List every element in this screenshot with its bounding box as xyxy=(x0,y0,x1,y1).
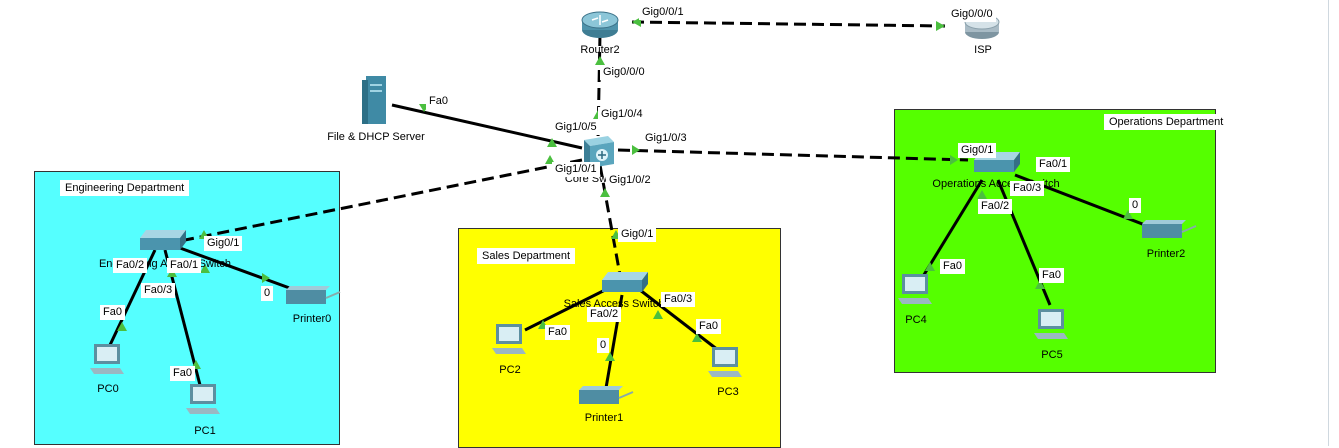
port-label: Gig1/0/2 xyxy=(606,173,654,188)
link-status-light xyxy=(1123,210,1133,219)
port-label: Fa0 xyxy=(170,366,195,381)
pc-icon[interactable] xyxy=(898,272,934,306)
port-label: Gig1/0/4 xyxy=(598,107,646,122)
port-label: Fa0/3 xyxy=(1010,181,1045,196)
link-status-light xyxy=(1035,280,1045,289)
pc-icon[interactable] xyxy=(492,322,528,356)
link-status-light xyxy=(600,188,610,197)
port-label: 0 xyxy=(597,338,610,353)
port-label: Gig1/0/1 xyxy=(552,162,600,177)
operations-area[interactable] xyxy=(894,109,1216,373)
port-label: Fa0 xyxy=(1039,268,1064,283)
printer0-label: Printer0 xyxy=(292,313,332,325)
link-core-sales xyxy=(598,164,622,276)
router2-label: Router2 xyxy=(580,44,620,56)
link-status-light xyxy=(692,333,702,342)
pc-icon[interactable] xyxy=(708,345,744,379)
port-label: Gig0/1 xyxy=(204,236,243,251)
link-status-light xyxy=(632,145,640,155)
link-eng-printer0 xyxy=(179,246,296,292)
link-router2-isp xyxy=(631,20,946,28)
canvas-edge xyxy=(1328,0,1329,446)
port-label: Fa0/1 xyxy=(167,258,202,273)
port-label: Gig0/1 xyxy=(618,227,657,242)
pc5-label: PC5 xyxy=(1041,349,1063,361)
port-label: Gig0/0/0 xyxy=(948,7,996,22)
link-status-light xyxy=(262,273,270,283)
printer-icon[interactable] xyxy=(577,384,635,408)
port-label: Fa0/3 xyxy=(661,292,696,307)
port-label: Fa0/2 xyxy=(113,258,148,273)
link-server-core xyxy=(391,103,583,150)
port-label: Gig1/0/5 xyxy=(552,120,600,135)
link-status-light xyxy=(950,155,958,165)
engineering-area-label: Engineering Department xyxy=(60,180,190,196)
port-label: 0 xyxy=(1129,198,1142,213)
port-label: Fa0 xyxy=(545,325,570,340)
switch-icon[interactable] xyxy=(138,228,190,254)
link-status-light xyxy=(936,21,945,31)
port-label: 0 xyxy=(261,286,274,301)
port-label: Fa0 xyxy=(426,94,451,109)
port-label: Fa0/1 xyxy=(1036,157,1071,172)
link-core-engineering xyxy=(184,158,583,242)
port-label: Fa0 xyxy=(940,259,965,274)
pc0-label: PC0 xyxy=(97,383,119,395)
server-label: File & DHCP Server xyxy=(327,131,425,143)
link-sales-pc3 xyxy=(639,288,719,352)
pc3-label: PC3 xyxy=(717,386,739,398)
operations-area-label: Operations Department xyxy=(1104,114,1229,130)
link-status-light xyxy=(977,190,987,199)
link-status-light xyxy=(925,262,935,271)
link-status-light xyxy=(547,138,557,147)
pc1-label: PC1 xyxy=(194,425,216,437)
port-label: Fa0 xyxy=(696,319,721,334)
printer-icon[interactable] xyxy=(1140,218,1198,242)
engineering-area[interactable] xyxy=(34,171,340,445)
link-status-light xyxy=(653,310,663,319)
link-sales-pc2 xyxy=(524,288,606,332)
port-label: Gig0/0/1 xyxy=(639,5,687,20)
pc2-label: PC2 xyxy=(499,364,521,376)
printer-icon[interactable] xyxy=(284,284,342,308)
pc-icon[interactable] xyxy=(90,342,126,376)
port-label: Fa0/2 xyxy=(587,307,622,322)
router-icon[interactable] xyxy=(580,8,620,40)
pc-icon[interactable] xyxy=(1034,307,1070,341)
link-ops-pc4 xyxy=(920,179,984,279)
port-label: Gig0/1 xyxy=(958,143,997,158)
pc4-label: PC4 xyxy=(905,314,927,326)
port-label: Gig0/0/0 xyxy=(600,65,648,80)
link-status-light xyxy=(605,352,615,361)
isp-label: ISP xyxy=(974,44,992,56)
server-icon[interactable] xyxy=(360,74,390,126)
link-status-light xyxy=(595,56,605,65)
link-eng-pc0 xyxy=(108,249,157,346)
printer1-label: Printer1 xyxy=(584,412,624,424)
switch-icon[interactable] xyxy=(600,270,652,296)
port-label: Fa0 xyxy=(100,305,125,320)
pc-icon[interactable] xyxy=(186,382,222,416)
port-label: Gig1/0/3 xyxy=(642,131,690,146)
link-status-light xyxy=(117,322,127,331)
port-label: Fa0/3 xyxy=(141,283,176,298)
port-label: Fa0/2 xyxy=(978,199,1013,214)
sales-area-label: Sales Department xyxy=(477,248,576,264)
printer2-label: Printer2 xyxy=(1146,248,1186,260)
multilayer-switch-icon[interactable] xyxy=(578,132,618,170)
link-status-light xyxy=(200,264,210,273)
link-status-light xyxy=(545,155,555,164)
link-status-light xyxy=(632,17,641,27)
link-core-operations xyxy=(617,148,969,162)
